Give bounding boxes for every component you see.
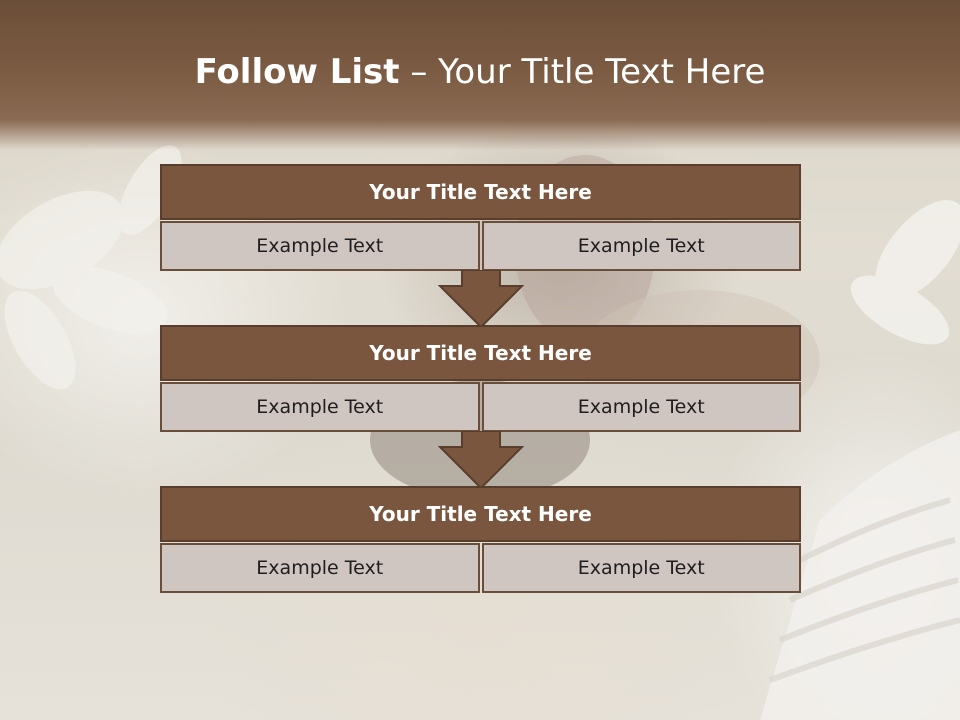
step-title: Your Title Text Here xyxy=(160,164,801,220)
step-block-3: Your Title Text Here Example Text Exampl… xyxy=(160,486,801,593)
step-cell-left: Example Text xyxy=(160,221,480,271)
step-cell-left: Example Text xyxy=(160,382,480,432)
step-row: Example Text Example Text xyxy=(160,543,801,593)
header-band xyxy=(0,0,960,150)
step-block-2: Your Title Text Here Example Text Exampl… xyxy=(160,325,801,432)
slide-title-bold: Follow List xyxy=(194,52,400,92)
step-row: Example Text Example Text xyxy=(160,382,801,432)
slide-title: Follow List – Your Title Text Here xyxy=(0,52,960,92)
step-title: Your Title Text Here xyxy=(160,486,801,542)
down-arrow-icon xyxy=(438,431,524,489)
step-cell-left: Example Text xyxy=(160,543,480,593)
step-row: Example Text Example Text xyxy=(160,221,801,271)
step-cell-right: Example Text xyxy=(481,382,801,432)
down-arrow-icon xyxy=(438,270,524,328)
step-cell-right: Example Text xyxy=(481,221,801,271)
slide-title-rest: – Your Title Text Here xyxy=(399,52,766,92)
step-block-1: Your Title Text Here Example Text Exampl… xyxy=(160,164,801,271)
step-cell-right: Example Text xyxy=(481,543,801,593)
step-title: Your Title Text Here xyxy=(160,325,801,381)
